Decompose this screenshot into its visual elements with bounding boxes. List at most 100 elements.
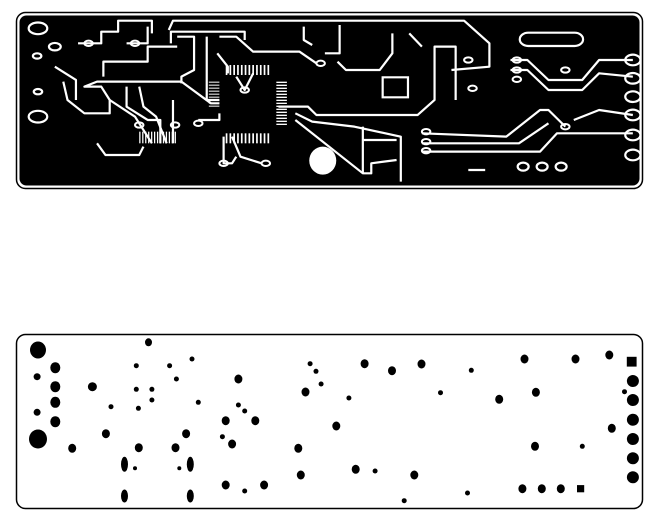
copper-trace — [325, 25, 340, 53]
mounting-hole-ring — [49, 43, 61, 50]
ic-pad — [263, 64, 266, 75]
drill-hole — [332, 421, 341, 431]
drill-hole — [234, 374, 243, 384]
ic-pad — [276, 96, 287, 98]
drill-hole — [50, 381, 61, 393]
square-drill-pad — [626, 356, 637, 367]
ic-pad — [229, 64, 232, 75]
drill-hole — [121, 489, 128, 503]
drill-hole — [318, 381, 324, 387]
ic-pad — [208, 84, 220, 86]
drill-hole — [410, 470, 419, 480]
smd-pad — [422, 129, 430, 134]
drill-hole — [219, 434, 225, 440]
ic-pad — [159, 131, 162, 144]
mounting-hole-ring — [34, 89, 42, 94]
ic-pad — [148, 131, 150, 144]
drill-hole — [401, 498, 407, 504]
drill-hole — [186, 456, 194, 472]
drill-hole — [251, 416, 260, 426]
drill-hole — [108, 404, 114, 410]
ic-pad — [153, 131, 156, 144]
smd-pad — [561, 124, 569, 129]
ic-pad — [256, 64, 258, 75]
ic-pad — [208, 93, 220, 95]
drill-hole — [133, 466, 137, 471]
connector-pad-ring — [625, 55, 640, 66]
drill-hole — [531, 387, 540, 397]
ic-pad — [145, 131, 147, 144]
smd-pad — [468, 86, 476, 91]
copper-trace — [510, 70, 632, 90]
drill-hole — [468, 367, 474, 373]
drill-hole — [360, 359, 369, 369]
drill-hole — [33, 373, 41, 381]
top-board-outline — [15, 11, 644, 190]
drill-hole — [133, 386, 139, 392]
ic-pad — [229, 133, 232, 144]
ic-pad — [208, 81, 220, 83]
ic-pad — [208, 90, 220, 92]
ic-pad — [208, 96, 220, 98]
ic-pad — [276, 114, 287, 116]
ic-pad — [139, 131, 141, 144]
drill-hole — [495, 394, 504, 404]
copper-trace — [219, 37, 316, 64]
ic-pad — [165, 131, 168, 144]
drill-hole — [313, 368, 319, 374]
copper-trace — [236, 73, 253, 90]
ic-pad — [276, 84, 287, 86]
pad-ring — [556, 163, 567, 171]
drill-hole — [135, 405, 141, 411]
copper-trace — [97, 143, 143, 155]
drill-hole — [149, 386, 155, 392]
drill-holes — [29, 338, 639, 504]
drill-hole — [68, 443, 77, 453]
copper-trace — [127, 27, 148, 44]
drill-hole — [556, 484, 565, 494]
ic-pad — [208, 102, 220, 104]
drill-hole — [388, 366, 396, 376]
drill-hole — [186, 489, 194, 503]
drill-hole — [50, 362, 61, 374]
drill-hole — [531, 441, 539, 451]
drill-hole — [571, 354, 580, 364]
top-copper-layer — [15, 11, 644, 190]
ic-pad — [276, 99, 287, 101]
ic-pad — [208, 105, 220, 107]
ic-pad — [276, 105, 287, 107]
ic-pad — [267, 133, 270, 144]
drill-board-outline — [15, 333, 644, 510]
ic-pad — [276, 111, 287, 113]
copper-trace — [55, 67, 76, 100]
drill-hole — [101, 429, 110, 439]
smd-pad — [171, 122, 179, 127]
drill-hole — [242, 408, 248, 414]
drill-hole — [626, 471, 639, 484]
smd-pad — [131, 41, 139, 46]
copper-trace — [171, 32, 245, 44]
ic-pad — [142, 131, 144, 144]
ic-pad — [208, 87, 220, 89]
smd-pad — [422, 139, 430, 144]
mounting-hole-ring — [33, 53, 41, 58]
copper-trace — [63, 82, 219, 114]
connector-pad-ring — [625, 150, 640, 161]
connector-pad-ring — [625, 110, 640, 121]
ic-pad — [156, 131, 159, 144]
ic-pad — [276, 117, 287, 119]
ic-pad — [276, 102, 287, 104]
ic-pad — [256, 133, 258, 144]
smd-pad — [194, 121, 202, 126]
fiducial-oval — [309, 146, 337, 175]
ic-pad — [244, 64, 247, 75]
ic-pad — [252, 64, 254, 75]
drill-hole — [417, 359, 426, 369]
drill-hole — [242, 488, 248, 494]
drill-hole — [195, 399, 201, 405]
drill-hole — [173, 376, 179, 382]
drill-hole — [351, 464, 360, 474]
drill-hole — [465, 490, 470, 496]
drill-hole — [149, 397, 155, 403]
